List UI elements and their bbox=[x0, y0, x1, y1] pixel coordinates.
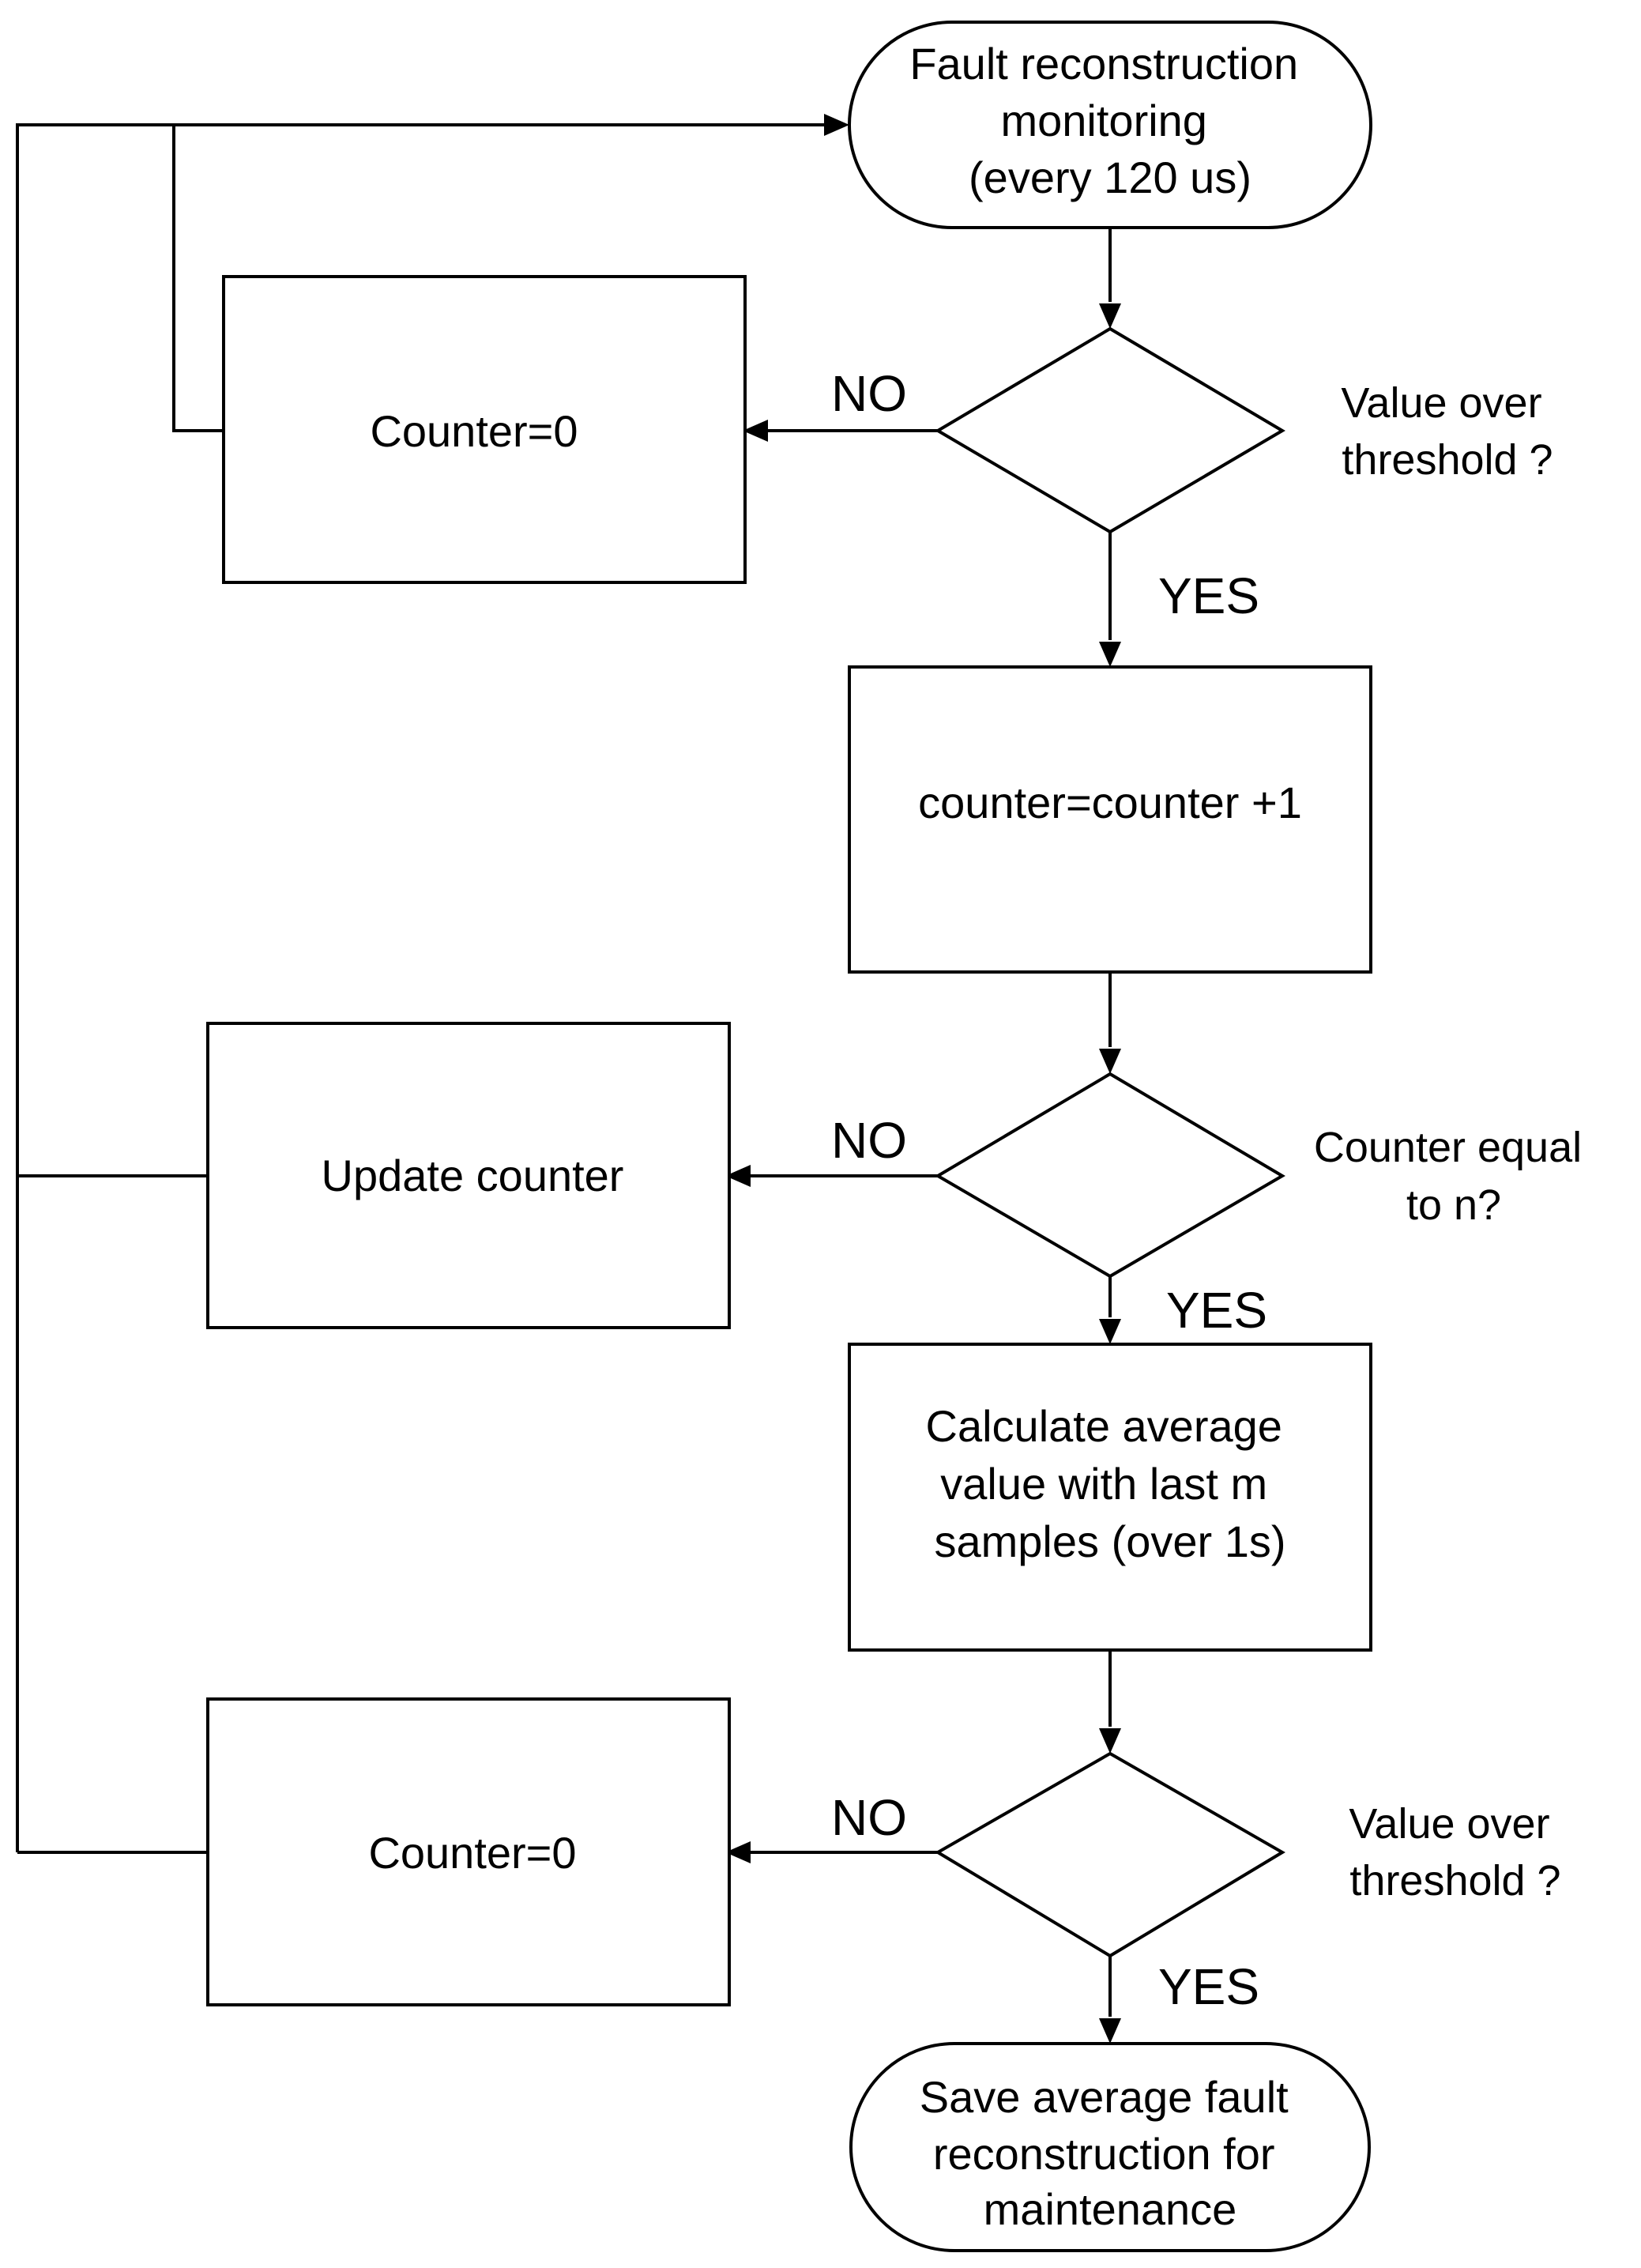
update-counter-box: Update counter bbox=[206, 1022, 731, 1329]
d1-yes-label: YES bbox=[1158, 567, 1259, 624]
d3-yes-label: YES bbox=[1158, 1958, 1259, 2015]
end-terminator: Save average fault reconstruction for ma… bbox=[849, 2042, 1371, 2252]
feedback-line-reset-1 bbox=[172, 125, 224, 432]
start-terminator: Fault reconstruction monitoring (every 1… bbox=[848, 21, 1372, 229]
update-counter-text: Update counter bbox=[322, 1151, 624, 1200]
counter-reset-1-text: Counter=0 bbox=[370, 406, 578, 456]
d3-question-line-2: threshold ? bbox=[1349, 1857, 1560, 1904]
increment-box: counter=counter +1 bbox=[848, 665, 1372, 974]
end-line-3: maintenance bbox=[984, 2184, 1237, 2234]
calculate-line-2: value with last m bbox=[940, 1459, 1267, 1509]
feedback-line-outer bbox=[16, 123, 834, 1852]
end-line-2: reconstruction for bbox=[933, 2129, 1275, 2179]
arrowhead-to-d1 bbox=[1099, 303, 1121, 329]
arrowhead-to-reset-2 bbox=[725, 1841, 751, 1863]
counter-reset-box-2: Counter=0 bbox=[206, 1697, 731, 2006]
counter-reset-2-text: Counter=0 bbox=[368, 1828, 576, 1878]
d3-no-label: NO bbox=[831, 1789, 907, 1846]
d3-question: Value over threshold ? bbox=[1349, 1800, 1561, 1904]
d1-question-line-2: threshold ? bbox=[1342, 436, 1553, 484]
arrowhead-to-d3 bbox=[1099, 1728, 1121, 1754]
d1-no-label: NO bbox=[831, 365, 907, 422]
d1-question: Value over threshold ? bbox=[1341, 379, 1553, 484]
arrowhead-to-update-counter bbox=[725, 1165, 751, 1187]
start-line-2: monitoring bbox=[1000, 96, 1206, 145]
arrowhead-to-reset-1 bbox=[743, 420, 768, 442]
arrowhead-to-end bbox=[1099, 2018, 1121, 2044]
arrowhead-to-increment bbox=[1099, 642, 1121, 667]
d2-yes-label: YES bbox=[1166, 1282, 1267, 1339]
d3-question-line-1: Value over bbox=[1349, 1800, 1549, 1848]
arrowheads bbox=[725, 114, 1121, 2044]
d2-question-line-1: Counter equal bbox=[1314, 1124, 1582, 1171]
start-text: Fault reconstruction monitoring (every 1… bbox=[909, 39, 1310, 202]
connectors bbox=[16, 123, 1112, 2017]
arrowhead-to-d2 bbox=[1099, 1049, 1121, 1074]
arrowhead-to-start bbox=[824, 114, 849, 136]
decision-value-over-threshold-2: NO YES Value over threshold ? bbox=[831, 1751, 1561, 2015]
decision-counter-equal-n: NO YES Counter equal to n? bbox=[831, 1072, 1594, 1339]
calculate-text: Calculate average value with last m samp… bbox=[926, 1401, 1295, 1566]
counter-reset-box-1: Counter=0 bbox=[222, 275, 747, 584]
decision-value-over-threshold-1: NO YES Value over threshold ? bbox=[831, 326, 1553, 624]
increment-text: counter=counter +1 bbox=[918, 778, 1302, 827]
calculate-line-1: Calculate average bbox=[926, 1401, 1282, 1451]
d1-question-line-1: Value over bbox=[1341, 379, 1541, 427]
start-line-3: (every 120 us) bbox=[969, 153, 1251, 202]
d2-question-line-2: to n? bbox=[1406, 1181, 1501, 1229]
start-line-1: Fault reconstruction bbox=[909, 39, 1298, 89]
arrowhead-to-calculate bbox=[1099, 1319, 1121, 1344]
calculate-average-box: Calculate average value with last m samp… bbox=[848, 1343, 1372, 1652]
d2-question: Counter equal to n? bbox=[1314, 1124, 1594, 1229]
d2-no-label: NO bbox=[831, 1112, 907, 1169]
end-text: Save average fault reconstruction for ma… bbox=[920, 2072, 1301, 2234]
calculate-line-3: samples (over 1s) bbox=[934, 1516, 1285, 1566]
end-line-1: Save average fault bbox=[920, 2072, 1289, 2122]
